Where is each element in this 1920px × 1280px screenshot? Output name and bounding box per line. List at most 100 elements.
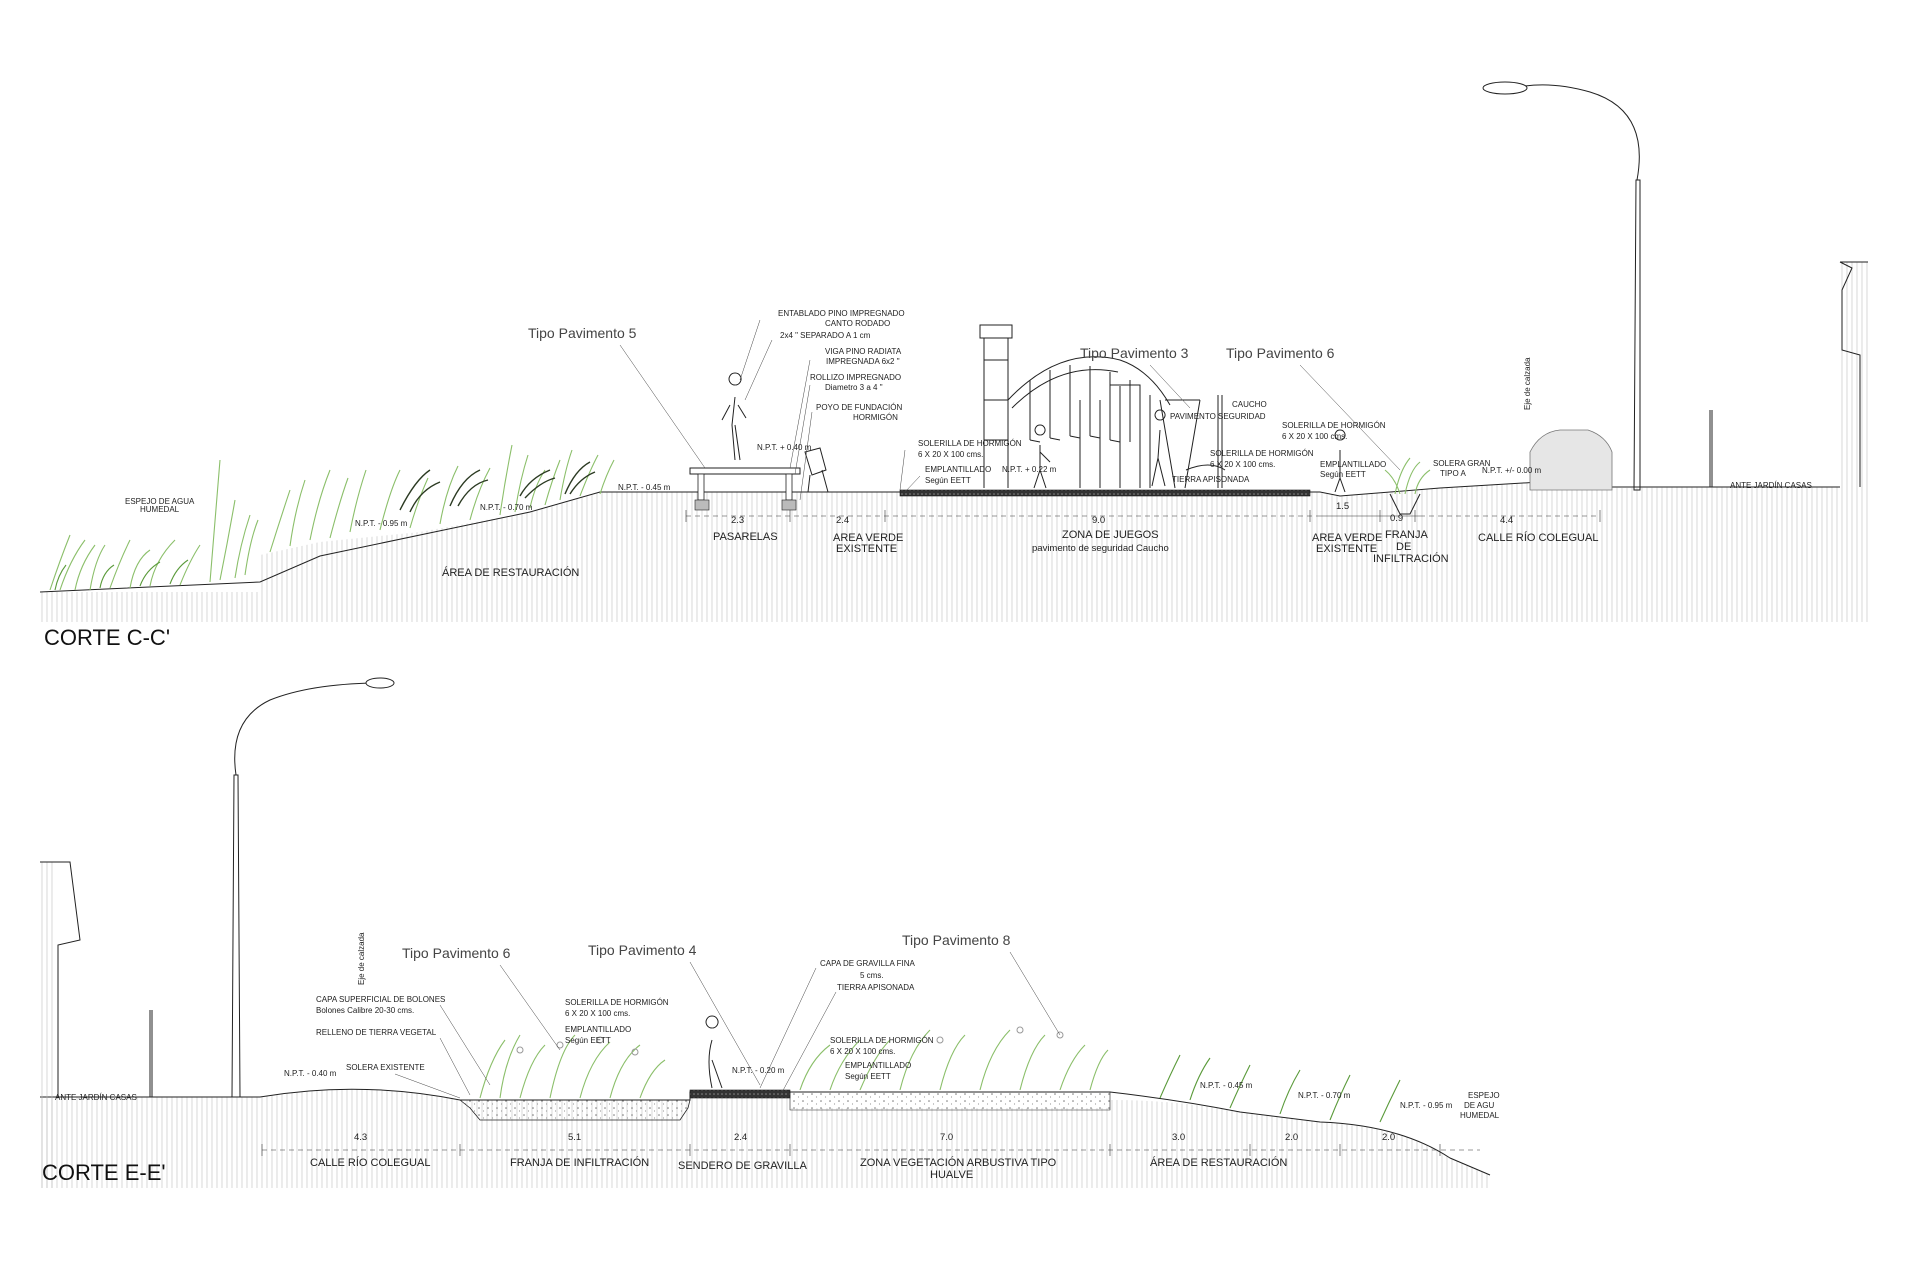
svg-text:Según EETT: Según EETT bbox=[925, 476, 971, 485]
svg-text:5 cms.: 5 cms. bbox=[860, 971, 884, 980]
svg-text:EMPLANTILLADO: EMPLANTILLADO bbox=[1320, 460, 1386, 469]
svg-text:N.P.T. - 0.95 m: N.P.T. - 0.95 m bbox=[1400, 1101, 1453, 1110]
svg-text:CALLE RÍO COLEGUAL: CALLE RÍO COLEGUAL bbox=[310, 1156, 430, 1169]
cc-building bbox=[1840, 262, 1870, 622]
cc-boardwalk bbox=[689, 372, 829, 511]
ee-vegetation bbox=[479, 1015, 1401, 1123]
ee-infiltration-basin bbox=[458, 1099, 691, 1121]
svg-text:SOLERILLA DE HORMIGÓN: SOLERILLA DE HORMIGÓN bbox=[1210, 449, 1314, 458]
svg-text:CAUCHO: CAUCHO bbox=[1232, 400, 1267, 409]
svg-text:FRANJA DE INFILTRACIÓN: FRANJA DE INFILTRACIÓN bbox=[510, 1156, 649, 1169]
svg-text:AREA VERDE: AREA VERDE bbox=[833, 532, 903, 544]
svg-text:N.P.T. +/- 0.00 m: N.P.T. +/- 0.00 m bbox=[1482, 466, 1542, 475]
svg-text:PAVIMENTO SEGURIDAD: PAVIMENTO SEGURIDAD bbox=[1170, 412, 1266, 421]
svg-text:9.0: 9.0 bbox=[1092, 515, 1105, 526]
svg-text:EXISTENTE: EXISTENTE bbox=[1316, 543, 1377, 555]
ee-building bbox=[40, 862, 55, 1188]
svg-text:CANTO RODADO: CANTO RODADO bbox=[825, 319, 890, 328]
svg-text:SOLERA EXISTENTE: SOLERA EXISTENTE bbox=[346, 1063, 425, 1072]
svg-text:7.0: 7.0 bbox=[940, 1132, 953, 1143]
cc-ground-fill bbox=[40, 482, 1840, 622]
svg-text:2.0: 2.0 bbox=[1285, 1132, 1298, 1143]
section-ee: Tipo Pavimento 6 Tipo Pavimento 4 Tipo P… bbox=[40, 677, 1500, 1188]
svg-text:6 X 20 X 100 cms.: 6 X 20 X 100 cms. bbox=[830, 1047, 895, 1056]
svg-text:N.P.T. - 0.95 m: N.P.T. - 0.95 m bbox=[355, 519, 408, 528]
svg-text:2.4: 2.4 bbox=[836, 515, 849, 526]
svg-text:INFILTRACIÓN: INFILTRACIÓN bbox=[1373, 552, 1449, 565]
svg-text:ESPEJO DE AGUA: ESPEJO DE AGUA bbox=[125, 497, 195, 506]
svg-text:Según EETT: Según EETT bbox=[1320, 470, 1366, 479]
svg-text:DE: DE bbox=[1396, 541, 1411, 553]
svg-text:pavimento de seguridad Caucho: pavimento de seguridad Caucho bbox=[1032, 543, 1169, 554]
svg-text:Bolones Calibre 20-30 cms.: Bolones Calibre 20-30 cms. bbox=[316, 1006, 414, 1015]
svg-text:TIERRA APISONADA: TIERRA APISONADA bbox=[837, 983, 915, 992]
svg-text:SOLERILLA DE HORMIGÓN: SOLERILLA DE HORMIGÓN bbox=[830, 1036, 934, 1045]
svg-text:Según EETT: Según EETT bbox=[565, 1036, 611, 1045]
svg-text:Eje de calzada: Eje de calzada bbox=[357, 932, 366, 985]
cc-dimensions: 2.3 2.4 9.0 1.5 0.9 4.4 bbox=[685, 501, 1601, 526]
svg-text:ANTE JARDÍN CASAS: ANTE JARDÍN CASAS bbox=[1730, 481, 1812, 490]
svg-text:5.1: 5.1 bbox=[568, 1132, 581, 1143]
svg-text:ZONA VEGETACIÓN ARBUSTIVA TI: ZONA VEGETACIÓN ARBUSTIVA TIPO bbox=[860, 1156, 1057, 1169]
svg-text:N.P.T. - 0.20 m: N.P.T. - 0.20 m bbox=[732, 1066, 785, 1075]
ee-shrub-bed bbox=[789, 1091, 1111, 1111]
ee-ground-line bbox=[40, 1088, 1491, 1176]
svg-text:Eje de calzada: Eje de calzada bbox=[1523, 357, 1532, 410]
svg-text:TIPO A: TIPO A bbox=[1440, 469, 1466, 478]
svg-text:HORMIGÓN: HORMIGÓN bbox=[853, 413, 898, 422]
svg-text:PASARELAS: PASARELAS bbox=[713, 531, 778, 543]
ee-tipo-pavimento-8: Tipo Pavimento 8 bbox=[902, 932, 1011, 948]
svg-text:EMPLANTILLADO: EMPLANTILLADO bbox=[925, 465, 991, 474]
svg-text:DE AGU: DE AGU bbox=[1464, 1101, 1494, 1110]
svg-text:POYO DE FUNDACIÓN: POYO DE FUNDACIÓN bbox=[816, 403, 902, 412]
svg-text:HUMEDAL: HUMEDAL bbox=[1460, 1111, 1500, 1120]
svg-text:SOLERILLA DE HORMIGÓN: SOLERILLA DE HORMIGÓN bbox=[918, 439, 1022, 448]
svg-text:CAPA SUPERFICIAL DE BOLONES: CAPA SUPERFICIAL DE BOLONES bbox=[316, 995, 445, 1004]
svg-text:Diametro 3 a 4 ": Diametro 3 a 4 " bbox=[825, 383, 883, 392]
cc-tipo-pavimento-6: Tipo Pavimento 6 bbox=[1226, 345, 1335, 361]
svg-text:4.4: 4.4 bbox=[1500, 515, 1513, 526]
cc-street-light bbox=[1482, 81, 1713, 491]
svg-text:N.P.T. - 0.70 m: N.P.T. - 0.70 m bbox=[1298, 1091, 1351, 1100]
cc-infiltration-strip bbox=[1334, 429, 1431, 515]
ee-dimensions: 4.3 5.1 2.4 7.0 3.0 2.0 2.0 bbox=[261, 1132, 1480, 1156]
ee-title: CORTE E-E' bbox=[42, 1160, 166, 1185]
svg-text:6 X 20 X 100 cms.: 6 X 20 X 100 cms. bbox=[918, 450, 983, 459]
cc-title: CORTE C-C' bbox=[44, 625, 170, 650]
ee-notes: CAPA SUPERFICIAL DE BOLONES Bolones Cali… bbox=[55, 932, 1500, 1120]
svg-text:6 X 20 X 100 cms.: 6 X 20 X 100 cms. bbox=[1282, 432, 1347, 441]
cc-notes: ESPEJO DE AGUA HUMEDAL ÁREA DE RESTAURAC… bbox=[125, 309, 1812, 579]
svg-text:SOLERILLA DE HORMIGÓN: SOLERILLA DE HORMIGÓN bbox=[565, 998, 669, 1007]
svg-text:N.P.T. - 0.45 m: N.P.T. - 0.45 m bbox=[1200, 1081, 1253, 1090]
ee-zone-labels: CALLE RÍO COLEGUAL FRANJA DE INFILTRACIÓ… bbox=[310, 1156, 1287, 1181]
cc-vegetation-left bbox=[49, 444, 615, 591]
svg-text:4.3: 4.3 bbox=[354, 1132, 367, 1143]
svg-text:RELLENO DE TIERRA VEGETAL: RELLENO DE TIERRA VEGETAL bbox=[316, 1028, 437, 1037]
svg-text:0.9: 0.9 bbox=[1390, 513, 1403, 524]
cc-tipo-pavimento-5: Tipo Pavimento 5 bbox=[528, 325, 637, 341]
svg-text:N.P.T. + 0.22 m: N.P.T. + 0.22 m bbox=[1002, 465, 1057, 474]
svg-text:6 X 20 X 100 cms.: 6 X 20 X 100 cms. bbox=[1210, 460, 1275, 469]
svg-text:Según EETT: Según EETT bbox=[845, 1072, 891, 1081]
svg-text:CALLE RÍO COLEGUAL: CALLE RÍO COLEGUAL bbox=[1478, 531, 1598, 544]
svg-text:ÁREA DE RESTAURACIÓN: ÁREA DE RESTAURACIÓN bbox=[442, 566, 579, 579]
ee-ground-fill bbox=[40, 1089, 1490, 1188]
svg-text:HUALVE: HUALVE bbox=[930, 1169, 973, 1181]
svg-text:IMPREGNADA 6x2 ": IMPREGNADA 6x2 " bbox=[826, 357, 900, 366]
cc-zone-labels: PASARELAS AREA VERDE EXISTENTE ZONA DE J… bbox=[713, 529, 1598, 565]
svg-text:N.P.T. - 0.70 m: N.P.T. - 0.70 m bbox=[480, 503, 533, 512]
cc-car bbox=[1529, 429, 1613, 491]
svg-text:SENDERO DE GRAVILLA: SENDERO DE GRAVILLA bbox=[678, 1160, 807, 1172]
svg-text:2.3: 2.3 bbox=[731, 515, 744, 526]
svg-text:N.P.T. - 0.45 m: N.P.T. - 0.45 m bbox=[618, 483, 671, 492]
svg-text:1.5: 1.5 bbox=[1336, 501, 1349, 512]
svg-text:2x4 " SEPARADO A 1 cm: 2x4 " SEPARADO A 1 cm bbox=[780, 331, 871, 340]
ee-tipo-pavimento-4: Tipo Pavimento 4 bbox=[588, 942, 697, 958]
svg-text:ZONA DE JUEGOS: ZONA DE JUEGOS bbox=[1062, 529, 1159, 541]
svg-text:SOLERA GRAN: SOLERA GRAN bbox=[1433, 459, 1491, 468]
svg-text:EMPLANTILLADO: EMPLANTILLADO bbox=[565, 1025, 631, 1034]
ee-tipo-pavimento-6: Tipo Pavimento 6 bbox=[402, 945, 511, 961]
svg-text:2.0: 2.0 bbox=[1382, 1132, 1395, 1143]
svg-text:EMPLANTILLADO: EMPLANTILLADO bbox=[845, 1061, 911, 1070]
